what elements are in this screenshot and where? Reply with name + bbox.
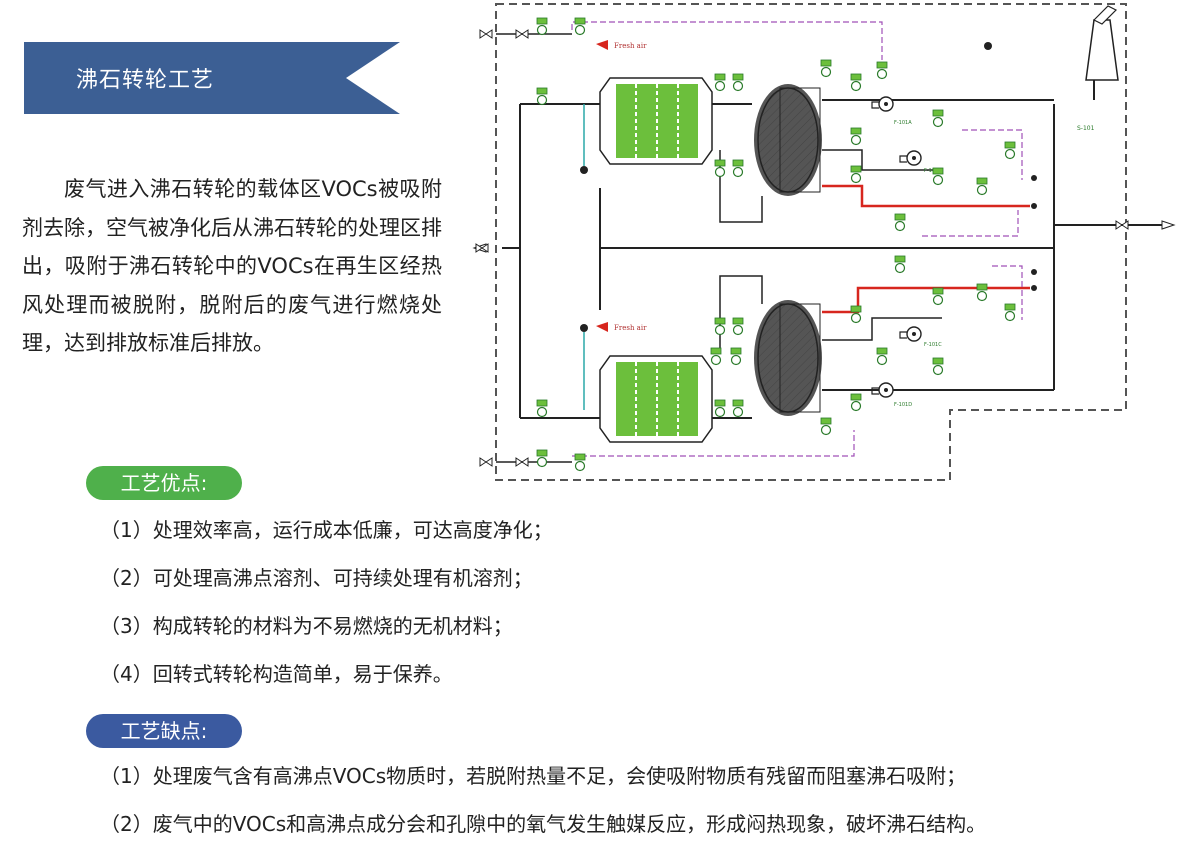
disadvantages-list: （1）处理废气含有高沸点VOCs物质时，若脱附热量不足，会使吸附物质有残留而阻塞… — [100, 752, 986, 848]
zeolite-rotor-top — [754, 84, 822, 196]
stack-tag: S-101 — [1077, 125, 1095, 132]
process-flow-diagram: S-101 Fresh air Fresh air — [472, 3, 1176, 481]
title-banner: 沸石转轮工艺 — [24, 42, 400, 114]
fresh-air-label-top: Fresh air — [614, 42, 647, 50]
filter-bank-top — [599, 77, 713, 165]
disadvantage-item: （2）废气中的VOCs和高沸点成分会和孔隙中的氧气发生触媒反应，形成闷热现象，破… — [100, 812, 987, 836]
advantage-item: （2）可处理高沸点溶剂、可持续处理有机溶剂； — [100, 566, 533, 590]
fan-tag: F-101D — [894, 402, 912, 408]
disadvantages-heading: 工艺缺点: — [86, 714, 242, 748]
zeolite-rotor-bottom — [754, 300, 822, 416]
intro-paragraph: 废气进入沸石转轮的载体区VOCs被吸附剂去除，空气被净化后从沸石转轮的处理区排出… — [22, 170, 442, 363]
disadvantage-item: （1）处理废气含有高沸点VOCs物质时，若脱附热量不足，会使吸附物质有残留而阻塞… — [100, 764, 967, 788]
fresh-air-label-bottom: Fresh air — [614, 324, 647, 332]
intro-text: 废气进入沸石转轮的载体区VOCs被吸附剂去除，空气被净化后从沸石转轮的处理区排出… — [22, 177, 442, 355]
filter-bank-bottom — [599, 355, 713, 443]
enclosure-boundary — [495, 3, 1127, 481]
fan-tag: F-101A — [894, 120, 912, 126]
advantage-item: （1）处理效率高，运行成本低廉，可达高度净化； — [100, 518, 553, 542]
title-banner-shape — [24, 42, 400, 114]
exhaust-stack: S-101 — [1077, 5, 1119, 132]
fan-tag: F-101C — [924, 342, 942, 348]
page-title: 沸石转轮工艺 — [76, 68, 215, 93]
advantages-heading: 工艺优点: — [86, 466, 242, 500]
advantages-list: （1）处理效率高，运行成本低廉，可达高度净化； （2）可处理高沸点溶剂、可持续处… — [100, 506, 553, 698]
advantage-item: （3）构成转轮的材料为不易燃烧的无机材料； — [100, 614, 513, 638]
advantage-item: （4）回转式转轮构造简单，易于保养。 — [100, 662, 453, 686]
